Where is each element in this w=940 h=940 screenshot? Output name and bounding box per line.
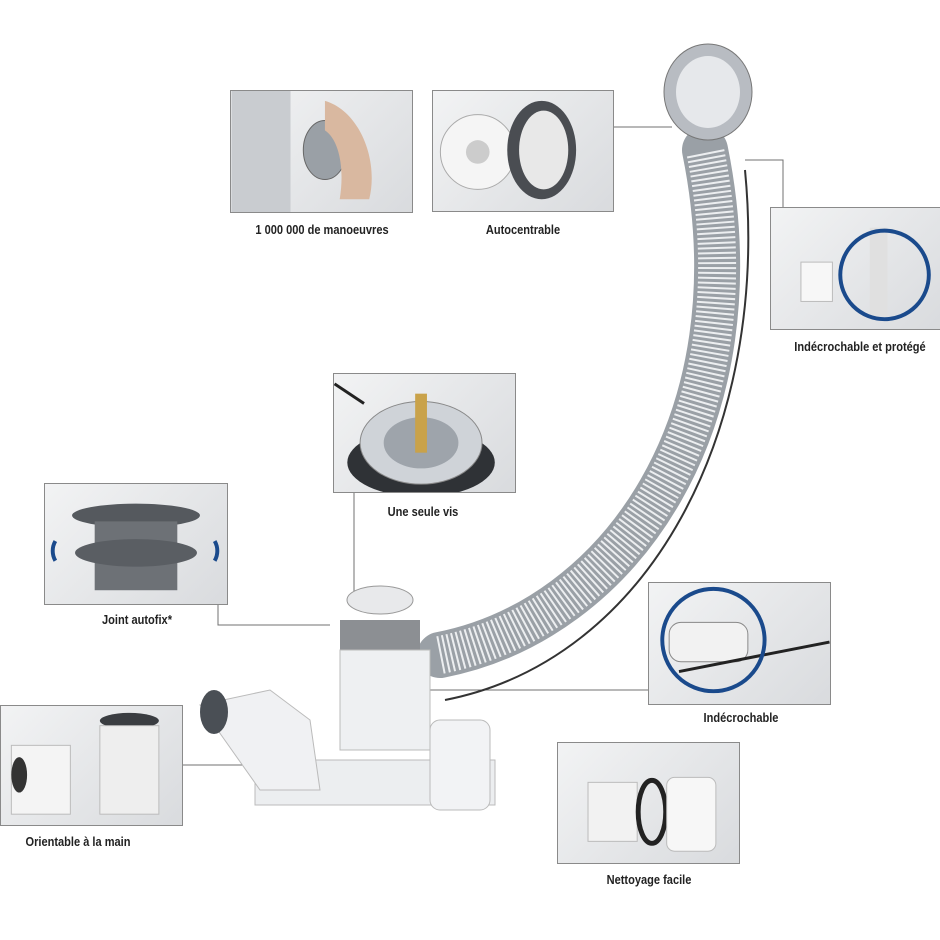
highlight-circle [660,586,767,694]
panel-une-seule-vis [333,373,516,493]
label-indecrochable-protege: Indécrochable et protégé [794,339,926,354]
drain-plug [346,585,414,615]
leader-lines [183,126,784,766]
label-manoeuvres: 1 000 000 de manoeuvres [255,222,389,237]
flexible-hose [417,127,741,678]
panel-indecrochable [648,582,831,705]
panel-manoeuvres [230,90,413,213]
label-autocentrable: Autocentrable [485,222,561,237]
panel-orientable [0,705,183,826]
label-une-seule-vis: Une seule vis [387,504,459,519]
label-orientable: Orientable à la main [25,834,131,849]
panel-autocentrable [432,90,614,212]
cable [444,169,750,701]
panel-indecrochable-protege [770,207,940,330]
panel-joint-autofix [44,483,228,605]
panel-nettoyage [557,742,740,864]
joint [340,620,420,650]
rotate-arrow-icon [50,540,58,562]
label-nettoyage: Nettoyage facile [606,872,692,887]
highlight-circle [838,228,931,322]
rotate-arrow-icon [212,540,220,562]
elbow-outlet [199,689,321,791]
label-joint-autofix: Joint autofix* [102,612,172,627]
label-indecrochable: Indécrochable [703,710,779,725]
